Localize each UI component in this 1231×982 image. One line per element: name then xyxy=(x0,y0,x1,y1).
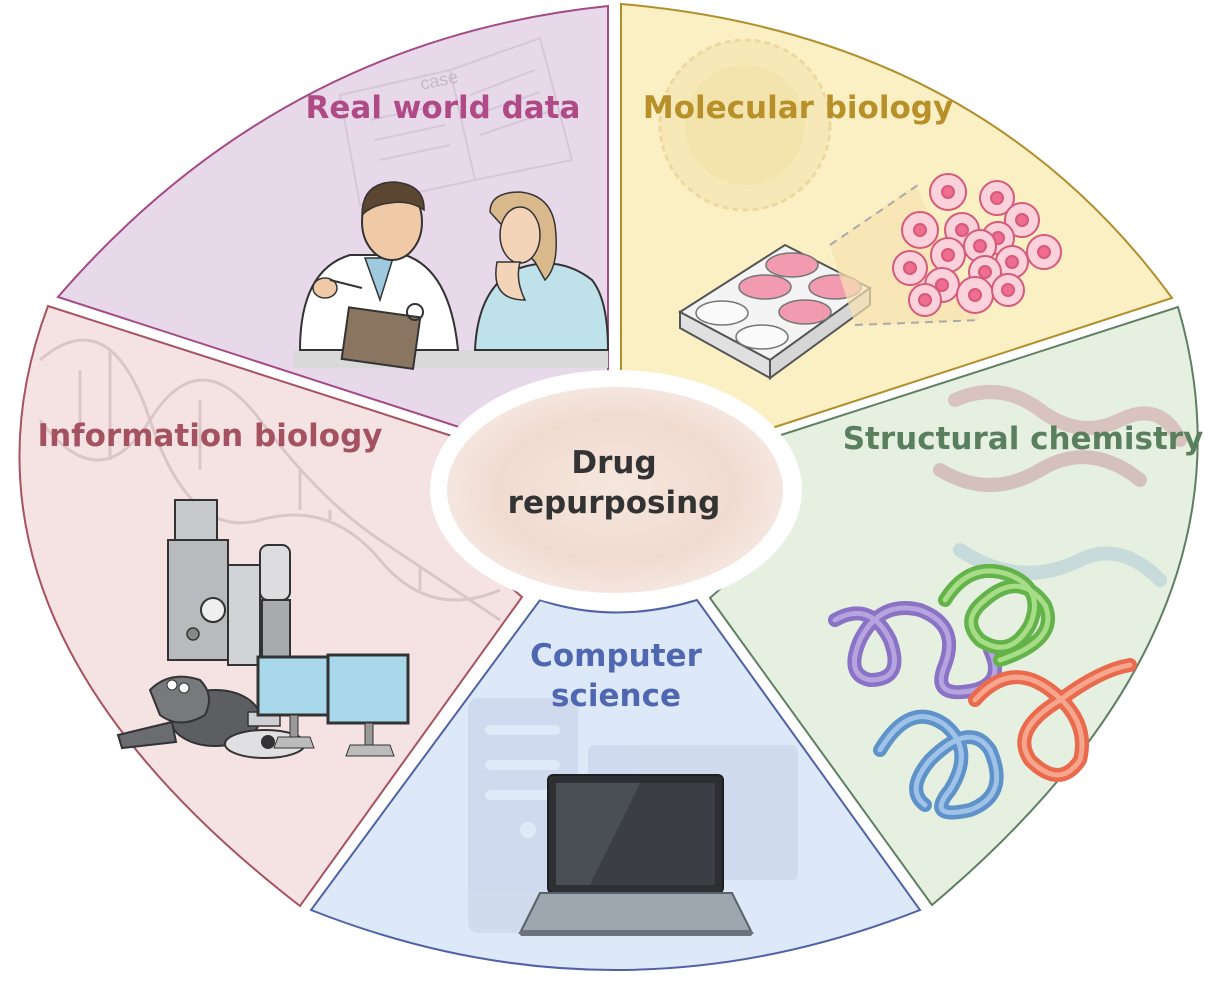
case-book-icon xyxy=(338,36,574,207)
monitor-icon-right xyxy=(326,653,410,757)
label-computer-science-line2: science xyxy=(551,678,681,714)
center-label-line2: repurposing xyxy=(508,485,721,521)
label-molecular-biology: Molecular biology xyxy=(643,90,953,126)
laptop-icon xyxy=(518,774,754,936)
protein-ribbon-icon xyxy=(828,563,1137,820)
label-information-biology: Information biology xyxy=(38,418,383,454)
segment-information-biology: Information biology xyxy=(18,304,524,908)
segment-real-world-data: case Real world data xyxy=(56,4,610,430)
doctor-patient-illustration xyxy=(293,181,610,371)
faded-cell-icon xyxy=(658,38,832,212)
center-hub-ellipse xyxy=(447,387,783,593)
label-structural-chemistry: Structural chemistry xyxy=(843,421,1204,457)
label-computer-science-line1: Computer xyxy=(530,638,702,674)
center-hub: Drug repurposing xyxy=(430,370,802,610)
segment-structural-chemistry: Structural chemistry xyxy=(708,305,1204,907)
cell-cluster-icon xyxy=(892,173,1062,317)
dna-helix-icon xyxy=(38,338,501,622)
label-real-world-data: Real world data xyxy=(306,90,581,126)
segment-molecular-biology: Molecular biology xyxy=(620,2,1174,430)
segment-computer-science: Computer science xyxy=(309,598,922,971)
center-label-line1: Drug xyxy=(571,445,656,481)
well-plate-icon xyxy=(678,243,872,380)
